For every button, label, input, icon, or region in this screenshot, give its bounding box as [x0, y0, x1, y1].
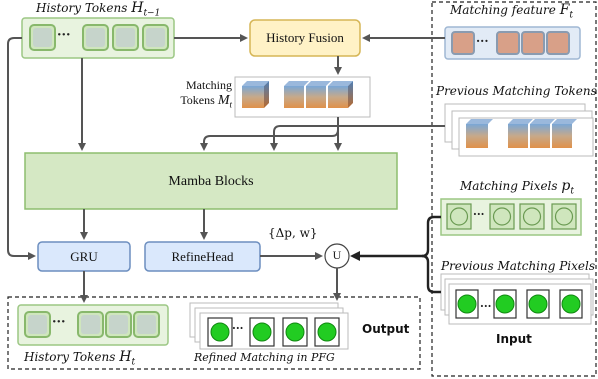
matching-feature-symbol: F — [559, 2, 570, 18]
history-tokens-output-symbol: H — [119, 349, 132, 365]
refined-matching-label: Refined Matching in PFG — [194, 351, 335, 364]
matching-token-cubes — [242, 81, 353, 108]
union-symbol: U — [332, 248, 342, 262]
matching-feature-sub: t — [569, 10, 574, 21]
arrow-prev-pixels-to-union — [421, 254, 441, 294]
matching-tokens-line2: Tokens — [180, 93, 218, 107]
previous-matching-tokens-stack — [444, 103, 594, 157]
output-title: Output — [362, 322, 410, 336]
history-tokens-input-label: History Tokens Ht−1 — [36, 0, 160, 18]
delta-label: {Δp, w} — [268, 226, 318, 240]
matching-tokens-symbol: M — [217, 93, 230, 108]
output-panel — [7, 296, 421, 370]
previous-matching-pixels-label: Previous Matching Pixels — [441, 259, 596, 273]
history-tokens-output-text: History Tokens — [24, 350, 120, 364]
history-tokens-in-ellipsis: ··· — [57, 28, 71, 43]
refined-ellipsis: ··· — [232, 322, 244, 335]
mamba-blocks-label: Mamba Blocks — [168, 174, 254, 189]
history-fusion-label: History Fusion — [266, 30, 344, 45]
arrow-prev-tokens-to-mamba — [270, 125, 445, 151]
input-title: Input — [496, 332, 532, 346]
history-fusion-box — [249, 19, 361, 57]
mamba-blocks-box — [24, 152, 398, 210]
history-tokens-output-sub: t — [131, 357, 136, 368]
matching-pixels-ellipsis: ··· — [473, 208, 485, 221]
matching-pixels-label: Matching Pixels pt — [460, 178, 574, 196]
history-tokens-input-symbol: H — [131, 0, 144, 16]
history-tokens-input-sub: t−1 — [143, 8, 161, 19]
history-tokens-output-label: History Tokens Ht — [24, 349, 135, 367]
matching-tokens-line1: Matching — [186, 78, 232, 92]
matching-pixels-text: Matching Pixels — [460, 179, 562, 193]
input-panel — [431, 1, 597, 377]
matching-feature-label: Matching feature Ft — [450, 2, 573, 20]
matching-pixels-symbol: p — [561, 178, 571, 194]
history-token-squares-in — [29, 24, 169, 51]
matching-feature-squares — [451, 31, 570, 55]
gru-label: GRU — [70, 249, 98, 264]
previous-matching-pixels-stack — [440, 273, 594, 325]
matching-feature-text: Matching feature — [450, 3, 560, 17]
refinehead-label: RefineHead — [171, 249, 234, 264]
matching-feature-ellipsis: ··· — [476, 34, 489, 48]
matching-pixel-squares — [446, 203, 577, 230]
arrow-pixels-to-union — [350, 215, 441, 261]
matching-pixels-sub: t — [570, 186, 574, 197]
history-tokens-out-ellipsis: ··· — [52, 315, 66, 330]
history-tokens-input-text: History Tokens — [36, 1, 132, 15]
refined-matching-stack — [189, 302, 349, 350]
history-token-squares-out — [24, 311, 160, 338]
matching-tokens-sub: t — [229, 99, 232, 110]
matching-tokens-label: Matching Tokens Mt — [168, 78, 232, 112]
prev-pixels-ellipsis: ··· — [480, 300, 492, 313]
previous-matching-tokens-label: Previous Matching Tokens — [436, 84, 597, 98]
arrow-tokens-to-mamba — [200, 117, 339, 151]
arrow-history-to-gru — [7, 37, 36, 260]
